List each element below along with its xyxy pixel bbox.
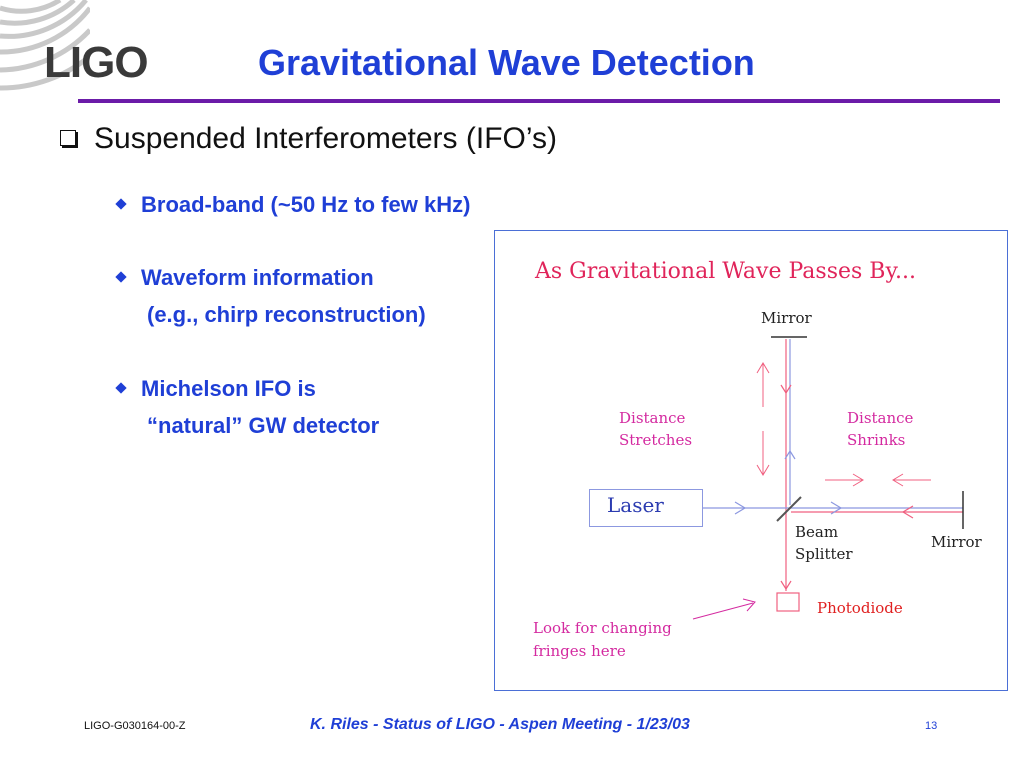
distance-stretches-line1: Distance [619, 409, 686, 427]
logo-arcs [0, 0, 90, 91]
sub-bullet-2: Waveform information (e.g., chirp recons… [115, 259, 426, 333]
sub-bullet-3-line2: “natural” GW detector [147, 413, 380, 438]
title-divider [78, 99, 1000, 103]
diamond-bullet-icon [115, 271, 127, 283]
right-mirror-label: Mirror [931, 533, 982, 551]
footer-doc-id: LIGO-G030164-00-Z [84, 720, 186, 732]
diamond-bullet-icon [115, 382, 127, 394]
look-arrow-shaft [692, 602, 754, 620]
top-mirror-label: Mirror [761, 309, 812, 327]
ligo-logo: LIGO [44, 38, 149, 87]
photodiode-label: Photodiode [817, 599, 903, 617]
sub-bullet-2-line1: Waveform information [141, 265, 374, 290]
laser-box [589, 489, 703, 527]
arrow-left-red [901, 505, 914, 519]
distance-stretches-label: Distance Stretches [619, 407, 692, 451]
main-bullet-text: Suspended Interferometers (IFO’s) [94, 122, 557, 155]
arrow-down-red [780, 384, 792, 395]
look-for-fringes-label: Look for changing fringes here [533, 617, 672, 663]
sub-bullet-3-line1: Michelson IFO is [141, 376, 316, 401]
beam-splitter-line1: Beam [795, 523, 839, 541]
figure-title: As Gravitational Wave Passes By... [535, 259, 916, 284]
look-arrow-head [742, 598, 756, 612]
sub-bullet-1-line1: Broad-band (~50 Hz to few kHz) [141, 192, 471, 217]
distance-shrinks-line1: Distance [847, 409, 914, 427]
beam-splitter-line2: Splitter [795, 545, 853, 563]
look-for-line1: Look for changing [533, 619, 672, 637]
shrink-arrow-right-head [852, 473, 864, 487]
distance-stretches-line2: Stretches [619, 431, 693, 449]
laser-label: Laser [607, 493, 664, 517]
arrow-right-laser [734, 501, 747, 515]
main-bullet: Suspended Interferometers (IFO’s) [60, 122, 557, 156]
slide-title: Gravitational Wave Detection [258, 42, 755, 83]
checkbox-bullet-icon [60, 130, 76, 146]
arrow-up-blue [784, 449, 796, 460]
look-for-line2: fringes here [533, 642, 626, 660]
distance-shrinks-label: Distance Shrinks [847, 407, 913, 451]
footer-center-text: K. Riles - Status of LIGO - Aspen Meetin… [310, 716, 690, 733]
page-number: 13 [925, 720, 938, 732]
interferometer-drawing [692, 336, 964, 620]
sub-bullet-2-line2: (e.g., chirp reconstruction) [147, 302, 426, 327]
beam-splitter-line [776, 496, 802, 522]
sub-bullet-3: Michelson IFO is “natural” GW detector [115, 370, 380, 444]
diamond-bullet-icon [115, 198, 127, 210]
arrow-right-blue [830, 501, 843, 515]
interferometer-diagram: As Gravitational Wave Passes By... Mirro… [494, 230, 1008, 691]
arrow-down-photodiode [780, 580, 792, 591]
shrink-arrow-left-head [892, 473, 904, 487]
sub-bullet-1: Broad-band (~50 Hz to few kHz) [115, 186, 471, 223]
beam-splitter-label: Beam Splitter [795, 521, 853, 565]
stretch-arrow-down-head [756, 464, 770, 476]
stretch-arrow-up-head [756, 362, 770, 374]
distance-shrinks-line2: Shrinks [847, 431, 906, 449]
photodiode-box [776, 592, 800, 612]
